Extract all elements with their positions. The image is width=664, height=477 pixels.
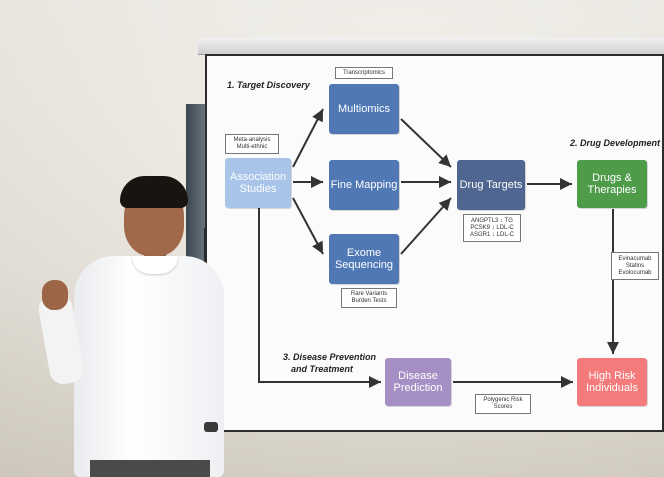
presenter-finger <box>48 286 56 310</box>
box-drug-targets: Drug Targets <box>457 160 525 210</box>
presenter <box>36 176 236 477</box>
flow-arrows <box>258 108 619 388</box>
box-multiomics: Multiomics <box>329 84 399 134</box>
presenter-hair <box>120 176 188 208</box>
section-target-discovery: 1. Target Discovery <box>227 80 310 90</box>
section-disease-prevention-line2: and Treatment <box>291 364 353 374</box>
presenter-shirt <box>74 256 224 477</box>
section-disease-prevention-line1: 3. Disease Prevention <box>283 352 377 362</box>
note-polygenic-scores: Polygenic Risk Scores <box>475 394 531 414</box>
presenter-trousers <box>90 460 210 477</box>
box-disease-prediction: Disease Prediction <box>385 358 451 406</box>
presenter-collar <box>132 256 178 274</box>
note-transcriptomics: Transcriptomics <box>335 67 393 79</box>
note-drugs-list: Evinacumab Statins Evolocumab <box>611 252 659 280</box>
projector-screen: 1. Target Discovery 2. Drug Development … <box>205 54 664 432</box>
note-meta-analysis: Meta-analysis Multi-ethnic <box>225 134 279 154</box>
box-high-risk: High Risk Individuals <box>577 358 647 406</box>
box-exome-sequencing: Exome Sequencing <box>329 234 399 284</box>
projector-screen-bar <box>198 38 664 55</box>
note-variants: Rare Variants Burden Tests <box>341 288 397 308</box>
box-drugs-therapies: Drugs & Therapies <box>577 160 647 208</box>
note-targets: ANGPTL3 ↓ TG PCSK9 ↓ LDL-C ASGR1 ↓ LDL-C <box>463 214 521 242</box>
box-fine-mapping: Fine Mapping <box>329 160 399 210</box>
section-drug-development: 2. Drug Development <box>570 138 661 148</box>
box-association-studies: Association Studies <box>225 158 291 208</box>
presenter-watch <box>204 422 218 432</box>
